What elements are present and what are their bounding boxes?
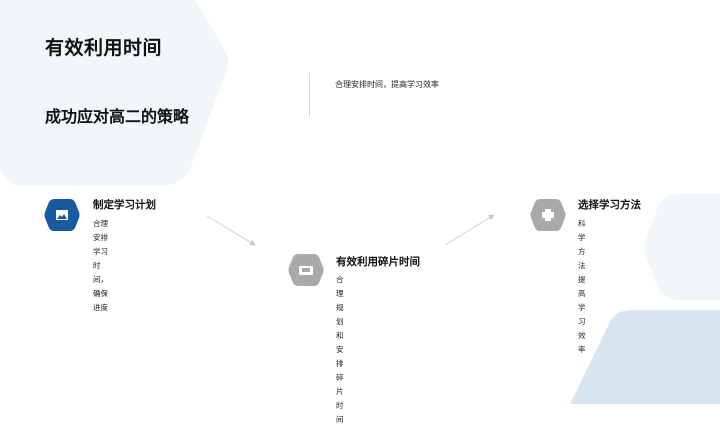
step-3-desc: 科学方法提高学习效 率 — [578, 217, 586, 357]
step-2-title: 有效利用碎片时间 — [336, 254, 420, 269]
bg-hexagon-bottom-right — [570, 310, 720, 404]
divider-line — [309, 73, 310, 117]
step-1-desc: 合理安排学习时间， 确保进度 — [93, 217, 108, 315]
step-1-title: 制定学习计划 — [93, 197, 156, 212]
bg-hexagon-top-left — [0, 0, 229, 186]
summary-text: 合理安排时间，提高学习效率 — [335, 79, 439, 90]
step-3-title: 选择学习方法 — [578, 197, 641, 212]
printer-icon — [530, 198, 566, 232]
bg-hexagon-right — [646, 194, 720, 300]
slide-subtitle: 成功应对高二的策略 — [45, 103, 189, 127]
slide-title: 有效利用时间 — [45, 33, 162, 60]
sofa-icon — [288, 253, 324, 287]
image-icon — [44, 198, 80, 232]
